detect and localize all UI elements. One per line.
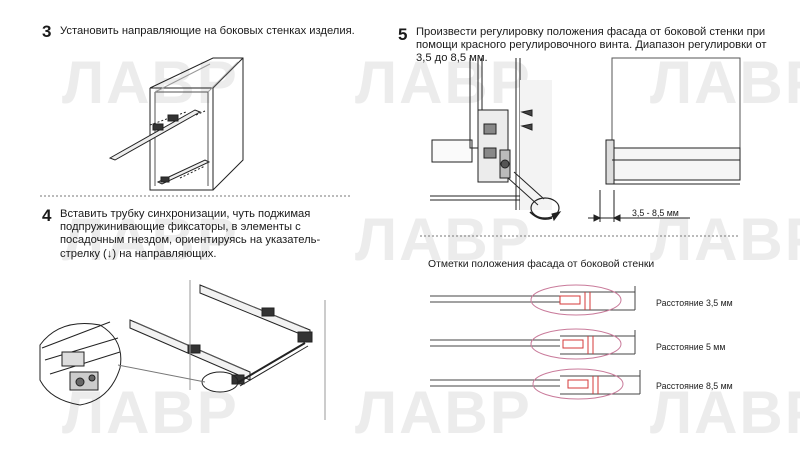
distance-label-8-5: Расстояние 8,5 мм: [656, 381, 733, 391]
step-3-number: 3: [42, 22, 52, 41]
watermark-top-right: ЛАВР: [355, 49, 532, 116]
distance-label-3-5: Расстояние 3,5 мм: [656, 298, 733, 308]
step-4-number: 4: [42, 206, 52, 225]
watermark-bottom-right: ЛАВР: [650, 379, 800, 446]
mark-row-1: [430, 284, 636, 316]
watermark-middle-right: ЛАВР: [650, 206, 800, 273]
dimension-label: 3,5 - 8,5 мм: [632, 208, 679, 218]
marks-heading: Отметки положения фасада от боковой стен…: [428, 259, 655, 270]
adjustment-section-drawing: [430, 57, 741, 222]
step-4-line-2: подпружинивающие фиксаторы, в элементы с: [60, 221, 301, 234]
watermark-middle: ЛАВР: [355, 206, 532, 273]
step-5-line-2: помощи красного регулировочного винта. Д…: [416, 39, 767, 52]
sync-tube-drawing: [39, 280, 326, 420]
step-5-number: 5: [398, 25, 408, 44]
watermark-top-far-right: ЛАВР: [650, 49, 800, 116]
step-5-text: Произвести регулировку положения фасада …: [416, 26, 776, 66]
watermark-middle-left: ЛАВР: [62, 206, 239, 273]
step-4-text: Вставить трубку синхронизации, чуть подж…: [60, 208, 347, 261]
mark-row-3: [430, 368, 641, 400]
step-4-line-4: стрелку (↓) на направляющих.: [60, 247, 217, 260]
step-3-text: Установить направляющие на боковых стенк…: [60, 25, 355, 37]
step-4-line-1: Вставить трубку синхронизации, чуть подж…: [60, 208, 311, 220]
watermark-bottom: ЛАВР: [355, 379, 532, 446]
mark-row-2: [430, 328, 636, 360]
step-4-line-3: посадочным гнездом, ориентируясь на указ…: [60, 234, 321, 247]
distance-label-5: Расстояние 5 мм: [656, 342, 726, 352]
cabinet-drawing: [108, 57, 244, 191]
step-5-line-1: Произвести регулировку положения фасада …: [416, 26, 766, 38]
